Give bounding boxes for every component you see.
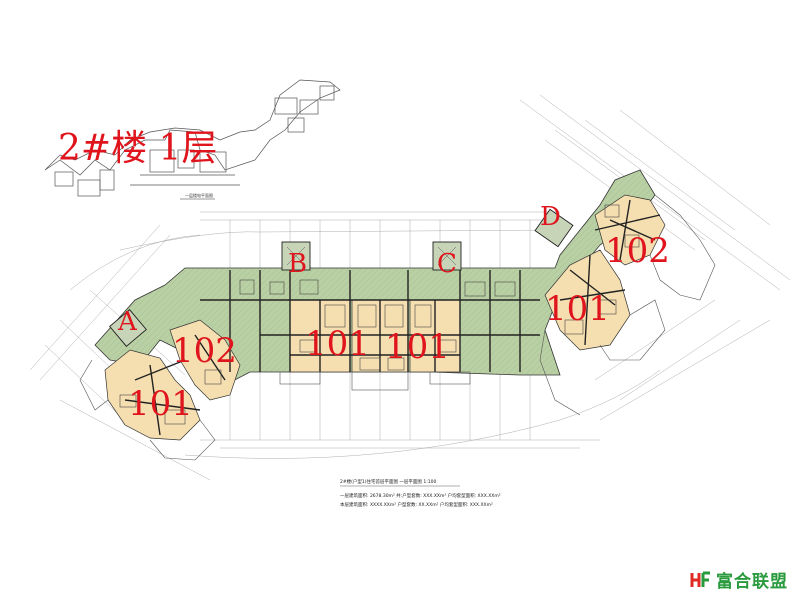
area-notes-line-1: 一层建筑面积: 2678.30m² 共:户型套数: XXX.XXm² 户均套型面… xyxy=(340,492,501,499)
hf-logo-icon xyxy=(690,571,710,587)
drawing-title: 2#楼 1层 xyxy=(58,128,217,169)
unit-label-101-center-left: 101 xyxy=(305,324,370,364)
unit-label-102-right: 102 xyxy=(605,231,670,271)
unit-label-101-center-right: 101 xyxy=(385,327,450,367)
core-label-b: B xyxy=(288,249,307,279)
watermark-text: 富合联盟 xyxy=(716,572,788,592)
thin-walls xyxy=(119,204,640,425)
unit-label-101-right: 101 xyxy=(545,289,610,329)
core-label-d: D xyxy=(540,202,561,232)
unit-label-102-left: 102 xyxy=(172,331,237,371)
plan-caption: 2#楼(户型1)住宅首层平面图 一层平面图 1:100 xyxy=(340,478,436,485)
key-plan-caption: 一层楼电平面图 xyxy=(185,192,213,198)
stair-core-boxes xyxy=(109,208,574,347)
core-label-c: C xyxy=(437,249,457,279)
unit-label-101-left: 101 xyxy=(128,384,193,424)
watermark: 富合联盟 xyxy=(690,567,788,592)
walls xyxy=(124,199,661,436)
area-notes-line-2: 本层建筑面积: XXXX.XXm² 户型套数: XX.XXm² 户均套型面积: … xyxy=(340,501,493,508)
key-plan xyxy=(44,79,341,197)
core-label-a: A xyxy=(117,307,138,337)
exterior-outlines xyxy=(79,194,716,461)
